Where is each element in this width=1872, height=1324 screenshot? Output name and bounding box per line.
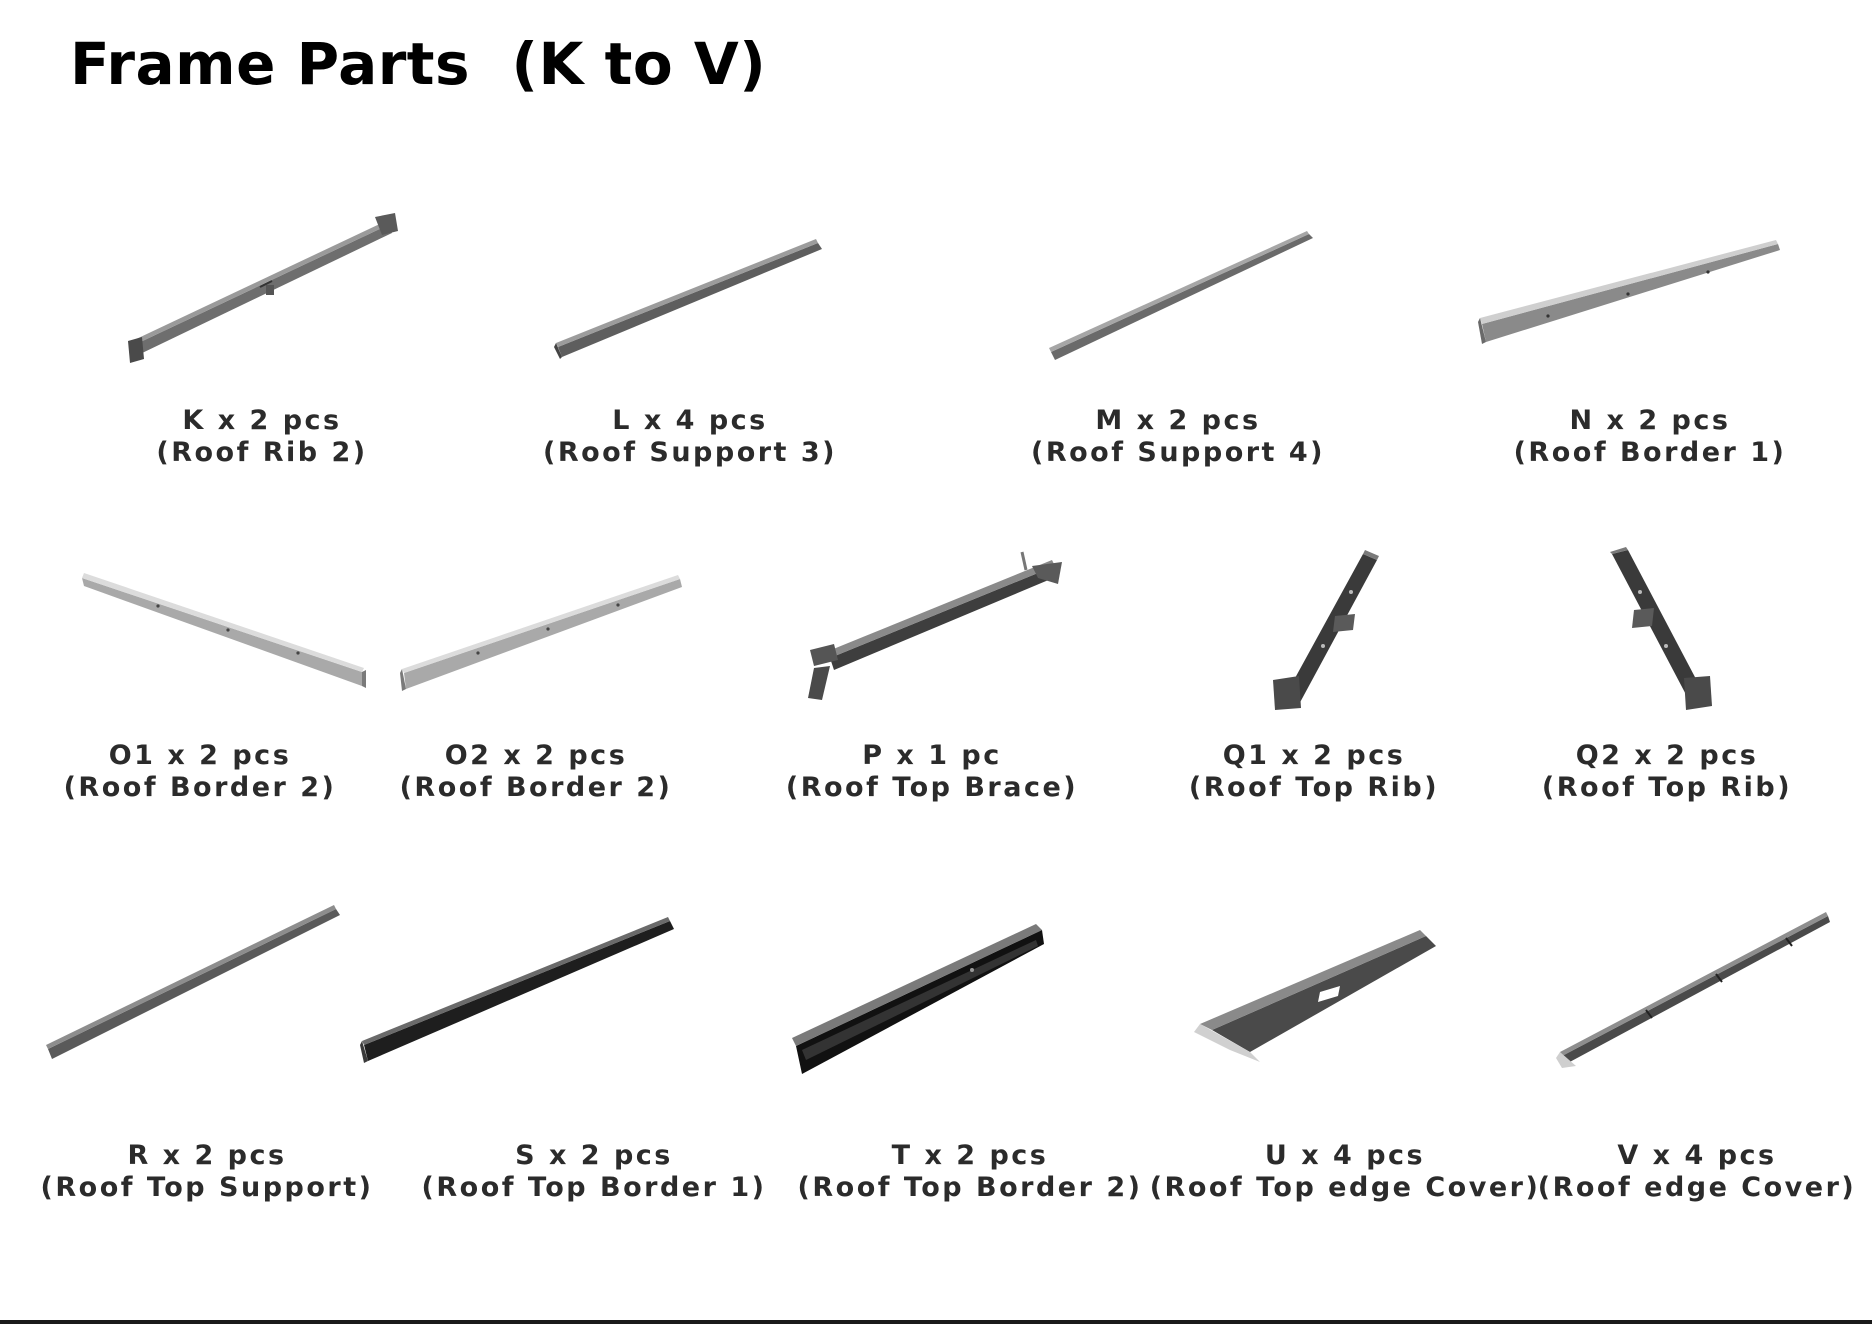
part-label-l: L x 4 pcs (Roof Support 3) bbox=[543, 405, 837, 469]
roof-rib-2-part bbox=[128, 213, 398, 363]
part-name: (Roof Rib 2) bbox=[156, 437, 368, 468]
part-label-p: P x 1 pc (Roof Top Brace) bbox=[786, 740, 1078, 804]
roof-top-rib-q1-part bbox=[1273, 550, 1379, 710]
part-label-s: S x 2 pcs (Roof Top Border 1) bbox=[422, 1140, 767, 1204]
part-label-r: R x 2 pcs (Roof Top Support) bbox=[41, 1140, 374, 1204]
part-name: (Roof Support 3) bbox=[543, 437, 837, 468]
part-name: (Roof Top Rib) bbox=[1188, 772, 1440, 803]
part-name: (Roof Top Border 1) bbox=[421, 1172, 767, 1203]
part-name: (Roof Top Support) bbox=[40, 1172, 374, 1203]
bottom-divider bbox=[0, 1320, 1872, 1324]
part-qty: M x 2 pcs bbox=[1095, 405, 1261, 436]
roof-top-border-1-part bbox=[360, 917, 674, 1063]
part-qty: K x 2 pcs bbox=[182, 405, 342, 436]
roof-top-edge-cover-part bbox=[1194, 930, 1436, 1062]
part-qty: T x 2 pcs bbox=[891, 1140, 1049, 1171]
roof-support-3-part bbox=[554, 239, 822, 359]
part-qty: O2 x 2 pcs bbox=[444, 740, 628, 771]
roof-top-brace-part bbox=[808, 551, 1062, 700]
part-name: (Roof edge Cover) bbox=[1537, 1172, 1857, 1203]
part-label-q2: Q2 x 2 pcs (Roof Top Rib) bbox=[1542, 740, 1792, 804]
roof-top-support-part bbox=[46, 905, 340, 1059]
roof-support-4-part bbox=[1049, 231, 1313, 360]
part-name: (Roof Border 2) bbox=[63, 772, 337, 803]
roof-border-1-part bbox=[1478, 240, 1780, 344]
part-qty: O1 x 2 pcs bbox=[108, 740, 292, 771]
part-name: (Roof Border 2) bbox=[399, 772, 673, 803]
roof-border-2-o1-part bbox=[82, 573, 366, 688]
part-name: (Roof Top Rib) bbox=[1541, 772, 1793, 803]
part-name: (Roof Top edge Cover) bbox=[1149, 1172, 1541, 1203]
roof-top-rib-q2-part bbox=[1610, 547, 1712, 710]
part-name: (Roof Support 4) bbox=[1031, 437, 1325, 468]
part-label-o1: O1 x 2 pcs (Roof Border 2) bbox=[64, 740, 337, 804]
roof-top-border-2-part bbox=[792, 924, 1044, 1074]
part-qty: Q2 x 2 pcs bbox=[1575, 740, 1759, 771]
roof-border-2-o2-part bbox=[400, 575, 682, 691]
part-label-q1: Q1 x 2 pcs (Roof Top Rib) bbox=[1189, 740, 1439, 804]
part-label-k: K x 2 pcs (Roof Rib 2) bbox=[156, 405, 367, 469]
part-qty: Q1 x 2 pcs bbox=[1222, 740, 1406, 771]
part-qty: L x 4 pcs bbox=[612, 405, 768, 436]
part-qty: R x 2 pcs bbox=[127, 1140, 287, 1171]
part-qty: P x 1 pc bbox=[862, 740, 1002, 771]
part-label-u: U x 4 pcs (Roof Top edge Cover) bbox=[1150, 1140, 1541, 1204]
page-title: Frame Parts (K to V) bbox=[70, 30, 767, 98]
part-qty: N x 2 pcs bbox=[1569, 405, 1731, 436]
part-label-t: T x 2 pcs (Roof Top Border 2) bbox=[798, 1140, 1143, 1204]
part-qty: S x 2 pcs bbox=[515, 1140, 673, 1171]
roof-edge-cover-part bbox=[1556, 912, 1830, 1068]
part-label-o2: O2 x 2 pcs (Roof Border 2) bbox=[400, 740, 673, 804]
part-label-v: V x 4 pcs (Roof edge Cover) bbox=[1538, 1140, 1857, 1204]
part-label-n: N x 2 pcs (Roof Border 1) bbox=[1514, 405, 1787, 469]
part-qty: U x 4 pcs bbox=[1264, 1140, 1426, 1171]
part-name: (Roof Top Border 2) bbox=[797, 1172, 1143, 1203]
part-name: (Roof Border 1) bbox=[1513, 437, 1787, 468]
part-name: (Roof Top Brace) bbox=[785, 772, 1079, 803]
part-label-m: M x 2 pcs (Roof Support 4) bbox=[1031, 405, 1325, 469]
part-qty: V x 4 pcs bbox=[1617, 1140, 1777, 1171]
